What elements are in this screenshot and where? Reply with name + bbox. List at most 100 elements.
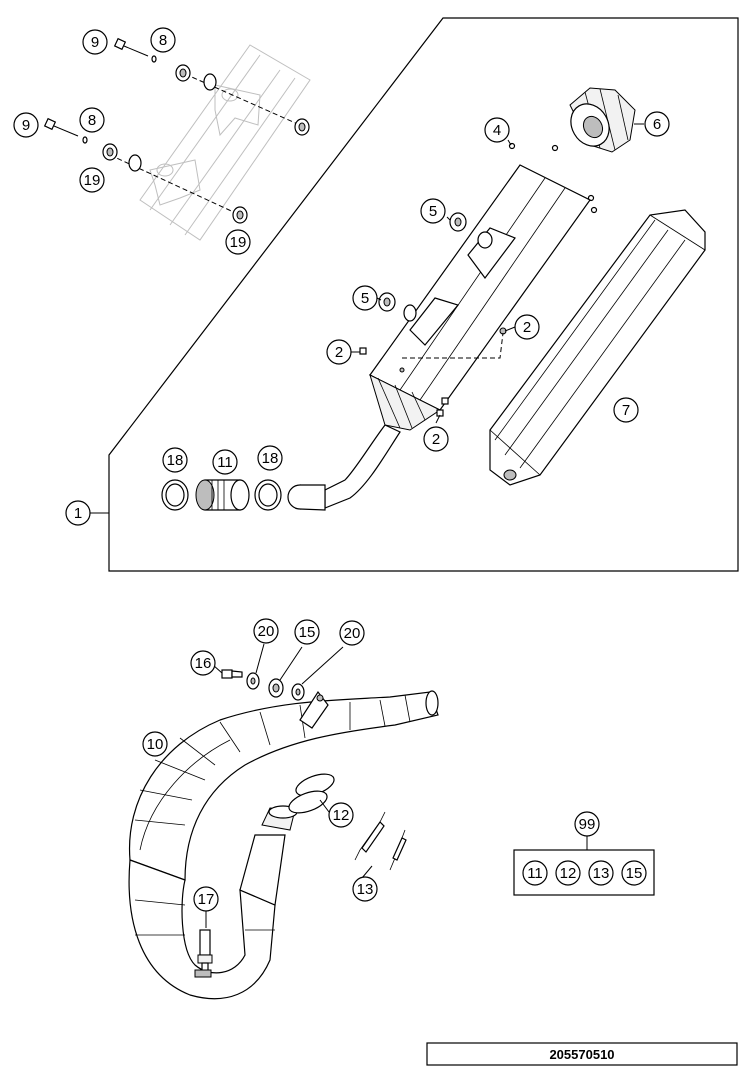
upper-mount-bracket xyxy=(214,84,261,137)
exhaust-header-pipe xyxy=(128,690,439,1000)
svg-text:4: 4 xyxy=(493,122,501,139)
kit-item-12: 12 xyxy=(555,860,581,886)
svg-text:1: 1 xyxy=(74,505,82,522)
silencer-group-frame xyxy=(108,17,739,572)
svg-text:10: 10 xyxy=(147,736,164,753)
callout-15: 15 xyxy=(294,619,320,645)
svg-text:2: 2 xyxy=(335,344,343,361)
upper-rear-bushing xyxy=(294,118,310,136)
document-number-box xyxy=(426,1042,738,1066)
lower-spring-washer xyxy=(82,136,88,144)
svg-text:9: 9 xyxy=(91,34,99,51)
svg-text:16: 16 xyxy=(195,655,212,672)
header-gasket xyxy=(288,773,335,814)
silencer-upper-grommet xyxy=(449,212,467,232)
callout-13: 13 xyxy=(352,876,378,902)
svg-text:8: 8 xyxy=(88,112,96,129)
lower-rear-bushing xyxy=(232,206,248,224)
svg-text:11: 11 xyxy=(217,454,233,471)
silencer-inner-body xyxy=(369,164,591,411)
svg-text:2: 2 xyxy=(432,431,440,448)
svg-text:19: 19 xyxy=(84,172,101,189)
svg-text:18: 18 xyxy=(167,452,184,469)
exhaust-sleeve xyxy=(195,479,250,511)
exhaust-seal-ring-right xyxy=(254,479,282,511)
svg-text:7: 7 xyxy=(622,402,630,419)
callout-99: 99 xyxy=(574,811,600,837)
kit-item-13: 13 xyxy=(588,860,614,886)
svg-text:2: 2 xyxy=(523,319,531,336)
callout-4: 4 xyxy=(484,117,510,143)
svg-text:17: 17 xyxy=(198,891,215,908)
callout-10: 10 xyxy=(142,731,168,757)
end-cap xyxy=(569,87,636,153)
callout-8-lower: 8 xyxy=(79,107,105,133)
svg-text:19: 19 xyxy=(230,234,247,251)
svg-text:20: 20 xyxy=(258,623,275,640)
svg-text:20: 20 xyxy=(344,625,361,642)
callout-2-right: 2 xyxy=(514,314,540,340)
link-pipe xyxy=(287,424,401,511)
callout-6: 6 xyxy=(644,111,670,137)
upper-spring-washer xyxy=(151,55,157,63)
svg-text:15: 15 xyxy=(299,624,316,641)
svg-text:12: 12 xyxy=(333,807,350,824)
silencer-outer-shell xyxy=(489,209,706,486)
callout-9-upper: 9 xyxy=(82,29,108,55)
svg-text:8: 8 xyxy=(159,32,167,49)
callout-12: 12 xyxy=(328,802,354,828)
svg-text:18: 18 xyxy=(262,450,279,467)
upper-spacer xyxy=(203,73,217,91)
rivet-leader xyxy=(402,332,504,359)
callout-16: 16 xyxy=(190,650,216,676)
header-washer-outer xyxy=(246,672,260,690)
callout-2-left: 2 xyxy=(326,339,352,365)
silencer-inlet-cone xyxy=(369,374,441,431)
svg-text:11: 11 xyxy=(527,865,543,882)
svg-text:6: 6 xyxy=(653,116,661,133)
lower-spacer xyxy=(128,154,142,172)
rear-frame-ghost xyxy=(139,44,311,241)
svg-text:99: 99 xyxy=(579,816,596,833)
upper-screw xyxy=(113,37,149,57)
upper-rubber-bushing xyxy=(175,64,191,82)
callout-20-left: 20 xyxy=(253,618,279,644)
svg-text:12: 12 xyxy=(560,865,577,882)
upper-bolt-axis xyxy=(184,73,301,126)
callout-7: 7 xyxy=(613,397,639,423)
callout-19-right: 19 xyxy=(225,229,251,255)
header-spring xyxy=(354,811,407,871)
callout-9-lower: 9 xyxy=(13,112,39,138)
silencer-spacer xyxy=(403,304,417,322)
silencer-screw xyxy=(359,327,507,417)
callout-11: 11 xyxy=(212,449,238,475)
lower-mount-bracket xyxy=(149,159,201,206)
callout-18-right: 18 xyxy=(257,445,283,471)
kit-item-15: 15 xyxy=(621,860,647,886)
header-washer-inner xyxy=(291,683,305,701)
svg-text:5: 5 xyxy=(361,290,369,307)
callout-5-upper: 5 xyxy=(420,198,446,224)
callout-8-upper: 8 xyxy=(150,27,176,53)
svg-text:5: 5 xyxy=(429,203,437,220)
callout-19-left: 19 xyxy=(79,167,105,193)
callout-2-bottom: 2 xyxy=(423,426,449,452)
header-mount-bolt xyxy=(221,669,243,679)
silencer-lower-grommet xyxy=(378,292,396,312)
svg-text:13: 13 xyxy=(357,881,374,898)
lower-screw xyxy=(43,117,79,137)
header-rubber-grommet xyxy=(268,678,284,698)
svg-text:15: 15 xyxy=(626,865,643,882)
callout-1: 1 xyxy=(65,500,91,526)
callout-17: 17 xyxy=(193,886,219,912)
document-number: 205570510 xyxy=(549,1047,614,1062)
lower-rubber-bushing xyxy=(102,143,118,161)
spark-plug xyxy=(194,929,213,978)
kit-item-11: 11 xyxy=(522,860,548,886)
svg-text:9: 9 xyxy=(22,117,30,134)
kit-box xyxy=(513,849,655,896)
callout-18-left: 18 xyxy=(162,447,188,473)
header-mount-tab xyxy=(299,690,329,729)
